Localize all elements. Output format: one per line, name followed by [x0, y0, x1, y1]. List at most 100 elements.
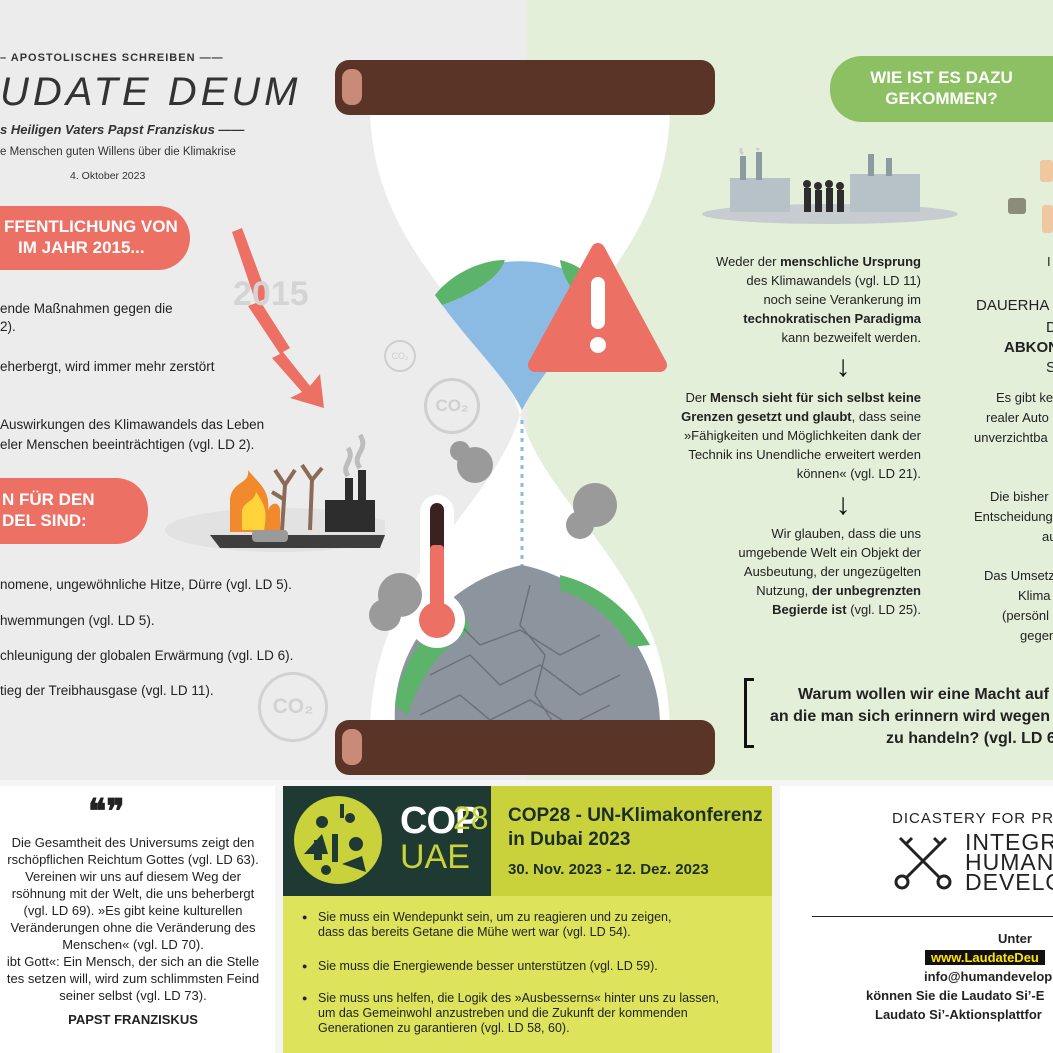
text-line: Technik ins Unendliche erweitert werden	[688, 447, 921, 462]
side-text: au	[1042, 529, 1053, 544]
text-block-exploitation: Wir glauben, dass die uns umgebende Welt …	[738, 524, 921, 619]
list-item: eler Menschen beeinträchtigen (vgl. LD 2…	[0, 437, 255, 452]
hourglass-illustration	[335, 60, 715, 775]
text-line: noch seine Verankerung im	[763, 292, 921, 307]
cop28-emblem-icon	[294, 796, 382, 884]
list-item: tieg der Treibhausgase (vgl. LD 11).	[0, 683, 214, 698]
divider	[812, 916, 1053, 917]
side-text: Es gibt ke	[996, 390, 1053, 405]
subtitle: s Heiligen Vaters Papst Franziskus ——	[0, 122, 245, 137]
list-item: ende Maßnahmen gegen die	[0, 301, 173, 316]
cop28-date: 30. Nov. 2023 - 12. Dez. 2023	[508, 861, 709, 878]
quote-body: Die Gesamtheit des Universums zeigt den …	[0, 834, 266, 1004]
quote-box	[0, 786, 275, 1053]
quote-line: Die Gesamtheit des Universums zeigt den	[11, 835, 255, 850]
cop28-title: COP28 - UN-Klimakonferenz in Dubai 2023	[508, 804, 762, 852]
contact-line: Laudato Si’-Aktionsplattfor	[875, 1007, 1042, 1022]
dicastery-box	[780, 786, 1053, 1053]
text-line: Nutzung, der unbegrenzten	[756, 583, 921, 598]
text-line: Der Mensch sieht für sich selbst keine	[685, 390, 921, 405]
side-text: realer Auto	[986, 410, 1049, 425]
text-line: Ausbeutung, der ungezügelten	[743, 564, 921, 579]
quote-line: ibt Gott«: Ein Mensch, der sich an die S…	[6, 954, 260, 969]
side-text: unverzichtba	[974, 430, 1048, 445]
side-text: Entscheidung	[974, 509, 1053, 524]
website-link[interactable]: www.LaudateDeu	[925, 949, 1045, 967]
thumbs-down-icon	[1008, 198, 1026, 214]
pill-line: DEL SIND:	[2, 511, 87, 530]
factory-illustration	[702, 148, 958, 224]
quote-line: tes setzen will, wird zum schlimmsten Fe…	[6, 971, 260, 986]
text-line: Wir glauben, dass die uns	[771, 526, 921, 541]
website-url[interactable]: www.LaudateDeu	[925, 950, 1045, 965]
date: 4. Oktober 2023	[70, 170, 146, 182]
list-item: 2).	[0, 319, 16, 334]
pill-line: N FÜR DEN	[2, 490, 95, 509]
text-line: Weder der menschliche Ursprung	[716, 254, 921, 269]
side-text: gegen	[1020, 628, 1053, 643]
quote-line: Menschen« (vgl. LD 70).	[62, 937, 204, 952]
cop28-title-line: COP28 - UN-Klimakonferenz	[508, 805, 763, 826]
section-pill-2015: FFENTLICHUNG VON IM JAHR 2015...	[0, 206, 190, 270]
side-text: Die bisher	[990, 489, 1049, 504]
pill-line: FFENTLICHUNG VON	[4, 217, 178, 236]
side-text: Klima	[1018, 588, 1051, 603]
question-line: zu handeln? (vgl. LD 6	[886, 730, 1053, 747]
quote-line: Vereinen wir uns auf diesem Weg der	[25, 869, 241, 884]
side-text: DAUERHA	[976, 297, 1050, 314]
bracket	[744, 678, 754, 748]
list-item: hwemmungen (vgl. LD 5).	[0, 613, 155, 628]
dicastery-integral: INTEGR	[965, 829, 1053, 855]
list-item: chleunigung der globalen Erwärmung (vgl.…	[0, 648, 294, 663]
burning-landscape-illustration	[165, 433, 385, 552]
year-label: 2015	[233, 275, 309, 313]
list-item: Auswirkungen des Klimawandels das Leben	[0, 417, 265, 432]
quote-line: seiner selbst (vgl. LD 73).	[59, 988, 207, 1003]
text-line: Grenzen gesetzt und glaubt, dass seine	[681, 409, 921, 424]
text-line: des Klimawandels (vgl. LD 11)	[746, 273, 921, 288]
contact-line: können Sie die Laudato Si’-E	[866, 988, 1045, 1003]
quote-line: rsöhnung mit der Welt, die uns beherberg…	[11, 886, 255, 901]
cop28-title-line: in Dubai 2023	[508, 829, 631, 850]
quote-icon: ❝❞	[88, 793, 125, 831]
text-block-origin: Weder der menschliche Ursprung des Klimaw…	[716, 252, 921, 347]
bullet-line: Generationen zu garantieren (vgl. LD 58,…	[318, 1021, 570, 1035]
question-line: an die man sich erinnern wird wegen	[770, 708, 1051, 725]
pill-line: WIE IST ES DAZU	[870, 68, 1013, 87]
text-line: technokratischen Paradigma	[743, 311, 921, 326]
hand-icon	[1040, 160, 1053, 182]
kicker: – APOSTOLISCHES SCHREIBEN ——	[0, 52, 224, 64]
list-item: eherbergt, wird immer mehr zerstört	[0, 359, 215, 374]
bullet-line: Sie muss uns helfen, die Logik des »Ausb…	[318, 991, 719, 1005]
bullet-line: Sie muss die Energiewende besser unterst…	[318, 959, 658, 973]
section-pill-effects: N FÜR DEN DEL SIND:	[0, 478, 148, 544]
arrow-down-icon: ↓	[835, 350, 851, 383]
co2-icon: CO₂	[424, 378, 480, 434]
bullet-line: Sie muss ein Wendepunkt sein, um zu reag…	[318, 910, 672, 924]
section-pill-why: WIE IST ES DAZU GEKOMMEN?	[830, 56, 1053, 122]
dicastery-human: HUMAN	[965, 849, 1053, 875]
quote-line: (vgl. LD 69). »Es gibt keine kulturellen	[23, 903, 243, 918]
closing-question: Warum wollen wir eine Macht auf an die m…	[770, 684, 1053, 750]
page-title: UDATE DEUM	[0, 70, 302, 114]
bullet-line: dass das bereits Getane die Mühe wert wa…	[318, 925, 631, 939]
side-text: Das Umsetz	[984, 568, 1053, 583]
co2-icon: CO₂	[384, 340, 416, 372]
question-line: Warum wollen wir eine Macht auf	[798, 686, 1049, 703]
cop28-bullet: Sie muss die Energiewende besser unterst…	[302, 959, 658, 974]
hand-icon	[1042, 205, 1053, 233]
text-line: »Fähigkeiten und Möglichkeiten dank der	[683, 428, 921, 443]
side-text: (persönl	[1002, 608, 1049, 623]
side-text: I	[1047, 254, 1051, 269]
cop-number: 28	[453, 800, 489, 836]
text-line: umgebende Welt ein Objekt der	[738, 545, 921, 560]
cop28-bullet: Sie muss uns helfen, die Logik des »Ausb…	[302, 991, 719, 1036]
text-line: Begierde ist (vgl. LD 25).	[772, 602, 921, 617]
cop28-bullet: Sie muss ein Wendepunkt sein, um zu reag…	[302, 910, 672, 940]
text-line: kann bezweifelt werden.	[781, 330, 921, 345]
email-link[interactable]: info@humandevelop	[924, 969, 1053, 984]
list-item: nomene, ungewöhnliche Hitze, Dürre (vgl.…	[0, 577, 292, 592]
bullet-line: um das Gemeinwohl anzustreben und die Zu…	[318, 1006, 688, 1020]
dicastery-name: DICASTERY FOR PR	[892, 810, 1053, 827]
